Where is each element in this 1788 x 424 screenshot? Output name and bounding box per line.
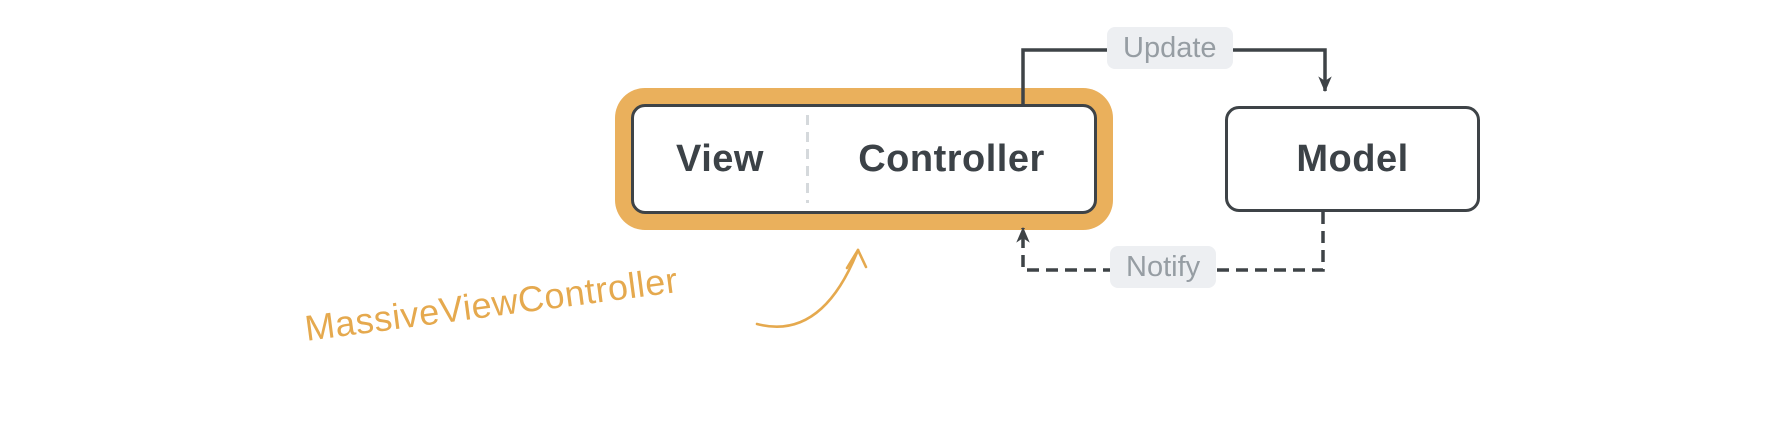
view-label: View [676, 137, 764, 180]
controller-label: Controller [858, 137, 1045, 180]
annotation-arrow [755, 248, 868, 328]
update-edge-label: Update [1107, 27, 1233, 69]
view-controller-group-highlight: View Controller [615, 88, 1113, 230]
massive-view-controller-annotation: MassiveViewController [302, 259, 681, 349]
model-box: Model [1225, 106, 1480, 212]
model-label: Model [1296, 137, 1409, 180]
notify-edge-label: Notify [1110, 246, 1217, 288]
annotation-arrowhead-icon [845, 248, 868, 270]
view-controller-divider [806, 115, 809, 203]
view-controller-box: View Controller [631, 104, 1097, 214]
